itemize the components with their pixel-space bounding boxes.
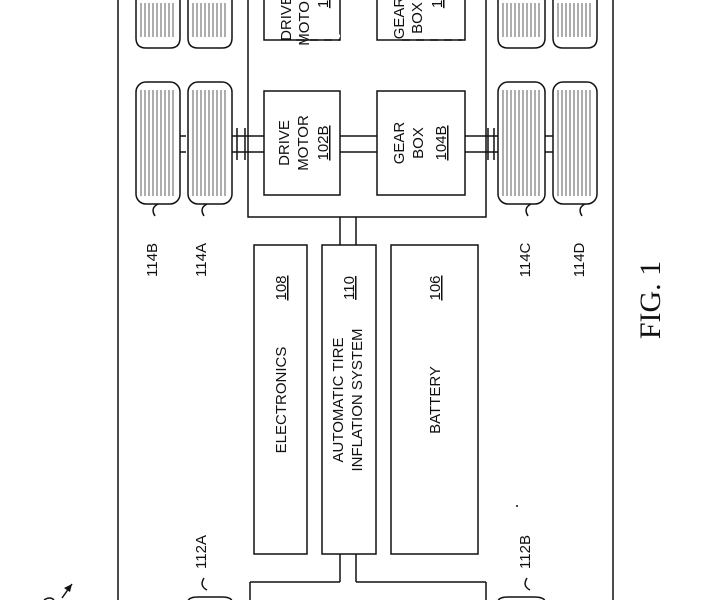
svg-text:112B: 112B [517,535,534,569]
svg-text:102B: 102B [315,125,332,160]
svg-text:INFLATION SYSTEM: INFLATION SYSTEM [349,328,366,471]
gear-box-b-ref: 104B [433,125,450,160]
tire-114D [552,81,598,205]
svg-text:MOTOR: MOTOR [296,0,313,46]
reference-curve [43,597,55,600]
svg-text:DRIVE: DRIVE [276,120,293,166]
svg-text:BOX: BOX [409,2,426,34]
svg-text:108: 108 [273,275,290,300]
tire-inflation-label: AUTOMATIC TIRE [330,337,347,462]
svg-text:114C: 114C [517,242,534,277]
svg-text:106: 106 [427,275,444,300]
svg-text:114A: 114A [193,243,210,277]
leader-114B [152,203,159,217]
tire-114C [497,81,546,205]
svg-text:DRIVE: DRIVE [278,0,295,41]
leader-112A [201,577,208,591]
leader-114D [579,203,586,217]
gear-box-a-label: GEAR [391,0,408,39]
gear-box-b-box [376,90,466,196]
svg-text:FIG. 1: FIG. 1 [634,261,667,339]
drive-motor-a-label-2: MOTOR [296,0,313,46]
leader-112B [524,577,531,591]
svg-text:1: 1 [315,0,332,8]
leader-114C [525,203,532,217]
figure-label: FIG. 1 [634,261,667,339]
electronics-ref: 108 [273,275,290,300]
drive-motor-b-label-2: MOTOR [295,115,312,171]
svg-text:114B: 114B [144,243,161,277]
drive-motor-b-ref: 102B [315,125,332,160]
drive-motor-b-label: DRIVE [276,120,293,166]
drive-motor-b-box [263,90,341,196]
label-114A: 114A [193,243,210,277]
svg-text:MOTOR: MOTOR [295,115,312,171]
tire-top-114C [497,0,546,49]
tire-inflation-ref: 110 [341,276,358,300]
drive-motor-a-label: DRIVE [278,0,295,41]
svg-text:114D: 114D [571,242,588,277]
svg-text:112A: 112A [193,535,210,569]
svg-text:BATTERY: BATTERY [427,366,444,434]
gear-box-a-ref: 1 [429,0,446,8]
battery-ref: 106 [427,275,444,300]
svg-text:GEAR: GEAR [391,122,408,165]
svg-text:110: 110 [341,276,358,300]
gear-box-a-box [376,0,466,41]
battery-label: BATTERY [427,366,444,434]
tire-treads [140,3,591,196]
tire-inflation-box [321,244,377,555]
label-114B: 114B [144,243,161,277]
label-114D: 114D [571,242,588,277]
arrowhead-icon [64,584,72,592]
electronics-box [253,244,308,555]
stray-mark [516,505,518,507]
svg-text:104B: 104B [433,125,450,160]
label-112A: 112A [193,535,210,569]
label-114C: 114C [517,242,534,277]
svg-text:BOX: BOX [410,127,427,159]
tire-inflation-label-2: INFLATION SYSTEM [349,328,366,471]
battery-box [390,244,479,555]
gear-box-b-label: GEAR [391,122,408,165]
svg-text:ELECTRONICS: ELECTRONICS [273,347,290,454]
electronics-label: ELECTRONICS [273,347,290,454]
drive-motor-a-ref: 1 [315,0,332,8]
label-112B: 112B [517,535,534,569]
drive-motor-a-box [263,0,341,41]
svg-text:AUTOMATIC TIRE: AUTOMATIC TIRE [330,337,347,462]
svg-text:GEAR: GEAR [391,0,408,39]
gear-box-a-label-2: BOX [409,2,426,34]
leader-114A [201,203,208,217]
svg-text:1: 1 [429,0,446,8]
gear-box-b-label-2: BOX [410,127,427,159]
tire-top-114D [552,0,598,49]
